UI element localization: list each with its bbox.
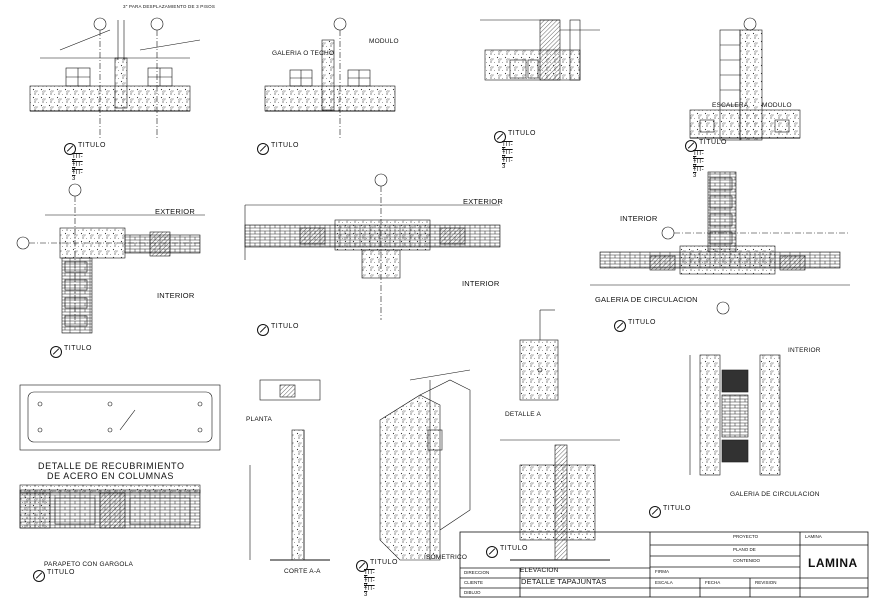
titulo-name: TITULO <box>500 545 528 552</box>
section-symbol-icon <box>64 143 76 155</box>
label-galeria-circulacion-2: GALERIA DE CIRCULACION <box>730 491 820 498</box>
titulo-item: TIT-3 <box>72 170 83 182</box>
titulo-name: TITULO <box>508 130 536 137</box>
label-interior-1: INTERIOR <box>157 291 195 300</box>
label-galeria-circulacion-1: GALERIA DE CIRCULACION <box>595 295 698 304</box>
section-symbol-icon <box>649 506 661 518</box>
titulo-name: TITULO <box>47 569 75 576</box>
titulo-name: TITULO <box>64 345 92 352</box>
detail-escalera <box>689 17 801 141</box>
titulo-item: TIT-3 <box>364 586 375 598</box>
tb-lamina-label: LAMINA <box>805 534 822 539</box>
label-detalle-tapajuntas: DETALLE TAPAJUNTAS <box>521 577 607 586</box>
titulo-item: TIT-1 <box>72 154 83 166</box>
tb-proyecto: PROYECTO <box>733 534 759 539</box>
label-note-top: 3" PARA DESPLAZAMIENTO DE 3 PISOS <box>123 4 216 9</box>
detail-galeria-junta <box>689 354 781 476</box>
titulo-name: TITULO <box>78 142 106 149</box>
tb-direccion: DIRECCION <box>464 570 490 575</box>
titulo-item: TIT-1 <box>364 570 375 582</box>
detail-galeria-column <box>590 171 850 315</box>
label-interior-2: INTERIOR <box>462 279 500 288</box>
titulo-name: TITULO <box>663 505 691 512</box>
detail-top-left <box>29 17 201 140</box>
section-symbol-icon <box>494 131 506 143</box>
label-interior-3: INTERIOR <box>620 214 658 223</box>
titulo-name: TITULO <box>271 323 299 330</box>
section-symbol-icon <box>257 143 269 155</box>
tb-fecha: FECHA <box>705 580 721 585</box>
label-parapeto: PARAPETO CON GARGOLA <box>44 561 134 568</box>
label-detalle-recubrimiento-1: DETALLE DE RECUBRIMIENTO <box>38 461 185 471</box>
detail-corner-column <box>16 183 205 334</box>
titulo-name: TITULO <box>370 559 398 566</box>
titulo-item: TIT-1 <box>502 142 513 154</box>
detail-top-center <box>480 19 600 81</box>
section-symbol-icon <box>33 570 45 582</box>
detail-corte-aa <box>249 379 330 561</box>
label-detalle-a: DETALLE A <box>505 411 542 418</box>
titulo-name: TITULO <box>699 139 727 146</box>
label-isometrico: ISOMETRICO <box>424 554 468 561</box>
label-escalera: ESCALERA <box>712 102 749 109</box>
section-symbol-icon <box>486 546 498 558</box>
label-planta: PLANTA <box>246 416 273 423</box>
titulo-item: TIT-2 <box>72 162 83 174</box>
detail-elevacion <box>500 439 620 561</box>
section-symbol-icon <box>50 346 62 358</box>
label-elevacion: ELEVACION <box>520 567 559 574</box>
tb-plano: PLANO DE <box>733 547 756 552</box>
title-block <box>459 531 869 598</box>
tb-lamina-value: LAMINA <box>808 556 858 570</box>
titulo-item: TIT-3 <box>502 158 513 170</box>
tb-cliente: CLIENTE <box>464 580 484 585</box>
label-exterior-1: EXTERIOR <box>155 207 195 216</box>
label-detalle-recubrimiento-2: DE ACERO EN COLUMNAS <box>47 471 175 481</box>
titulo-item: TIT-2 <box>693 159 704 171</box>
detail-galeria-techo <box>264 17 396 140</box>
detail-recubrimiento <box>19 384 221 451</box>
tb-contenido: CONTENIDO <box>733 558 760 563</box>
tb-escala: ESCALA <box>655 580 673 585</box>
titulo-item: TIT-3 <box>693 167 704 179</box>
detail-a <box>519 309 559 401</box>
titulo-item: TIT-2 <box>364 578 375 590</box>
label-modulo-1: MODULO <box>369 38 399 45</box>
detail-isometrico <box>379 369 471 561</box>
label-modulo-2: MODULO <box>762 102 792 109</box>
tb-firma: FIRMA <box>655 569 669 574</box>
section-symbol-icon <box>685 140 697 152</box>
detail-parapeto <box>19 484 201 529</box>
label-galeria-techo: GALERIA O TECHO <box>272 50 335 57</box>
section-symbol-icon <box>614 320 626 332</box>
titulo-name: TITULO <box>628 319 656 326</box>
detail-t-column <box>244 173 501 320</box>
tb-dibujo: DIBUJO <box>464 590 481 595</box>
section-symbol-icon <box>257 324 269 336</box>
label-exterior-2: EXTERIOR <box>463 197 503 206</box>
section-symbol-icon <box>356 560 368 572</box>
titulo-name: TITULO <box>271 142 299 149</box>
titulo-item: TIT-1 <box>693 151 704 163</box>
label-interior-4: INTERIOR <box>788 347 821 354</box>
tb-revision: REVISION <box>755 580 777 585</box>
label-corte-aa: CORTE A-A <box>284 568 321 575</box>
titulo-item: TIT-2 <box>502 150 513 162</box>
